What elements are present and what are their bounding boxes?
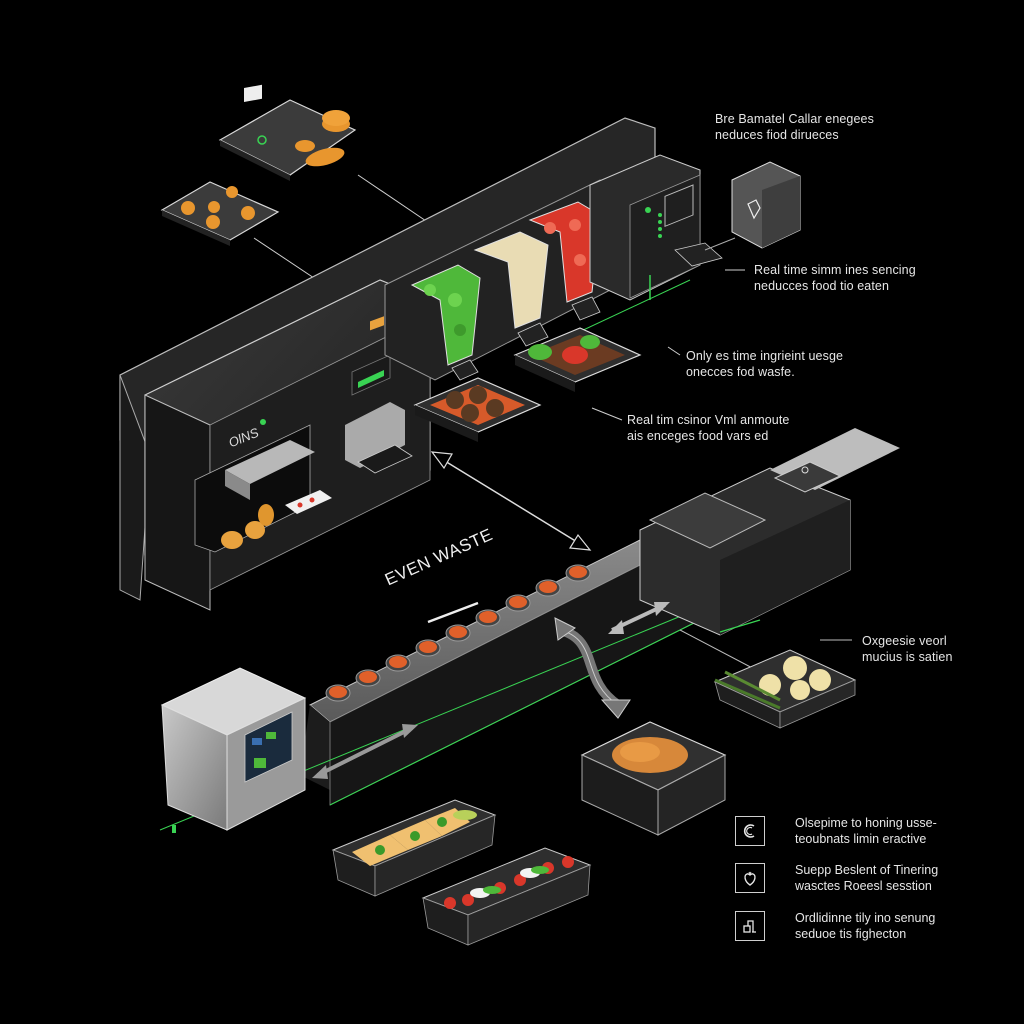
- dispenser-cream-grains: [473, 231, 549, 347]
- legend-item: Suepp Beslent of Tinering wasctes Roeesl…: [735, 862, 938, 894]
- refresh-c-icon: [735, 816, 765, 846]
- callout-conveyor-side: Oxgeesie veorl mucius is satien: [862, 634, 953, 664]
- conveyor-items: [325, 564, 591, 702]
- gratin-container: [713, 649, 857, 729]
- pizza-item: [569, 566, 587, 578]
- legend-item: Ordlidinne tily ino senung seduoe tis fi…: [735, 910, 935, 942]
- silver-cabinet: [160, 667, 307, 833]
- pizza-item: [449, 626, 467, 638]
- pizza-item: [419, 641, 437, 653]
- dispenser-green-vegetables: [410, 264, 481, 381]
- strawberry-icon: [735, 863, 765, 893]
- callout-realtime-sensor: Real tim csinor Vml anmoute ais enceges …: [627, 413, 790, 443]
- side-module: [731, 161, 801, 249]
- title-underline: [427, 601, 479, 624]
- chicken-container: [580, 721, 727, 836]
- callout-sensing: Real time simm ines sencing neducces foo…: [754, 263, 916, 293]
- pizza-item: [389, 656, 407, 668]
- cookie-tray: [218, 84, 433, 226]
- callout-top-right: Bre Bamatel Callar enegees neduces fiod …: [715, 112, 874, 142]
- conveyor-end-unit: [639, 428, 900, 636]
- dispenser-red-tomatoes: [528, 201, 601, 321]
- control-unit: [589, 154, 723, 301]
- salad-tray: [513, 327, 642, 392]
- donut-tray: [160, 181, 321, 283]
- legend-item: Olsepime to honing usse- teoubnats limin…: [735, 815, 937, 847]
- dispenser-row: [384, 154, 801, 381]
- pizza-item: [329, 686, 347, 698]
- pizza-item: [539, 581, 557, 593]
- callout-ingredient: Only es time ingrieint uesge onecces fod…: [686, 349, 844, 379]
- double-arrow-left: [312, 724, 418, 779]
- container-icon: [735, 911, 765, 941]
- meatball-tray: [413, 377, 542, 442]
- double-arrow-machine-to-belt: [430, 451, 592, 551]
- double-arrow-right: [608, 602, 670, 634]
- pizza-item: [509, 596, 527, 608]
- tomato-container: [421, 847, 592, 946]
- toast-container: [331, 799, 497, 897]
- pizza-item: [479, 611, 497, 623]
- pizza-item: [359, 671, 377, 683]
- curved-arrow-down: [554, 617, 631, 719]
